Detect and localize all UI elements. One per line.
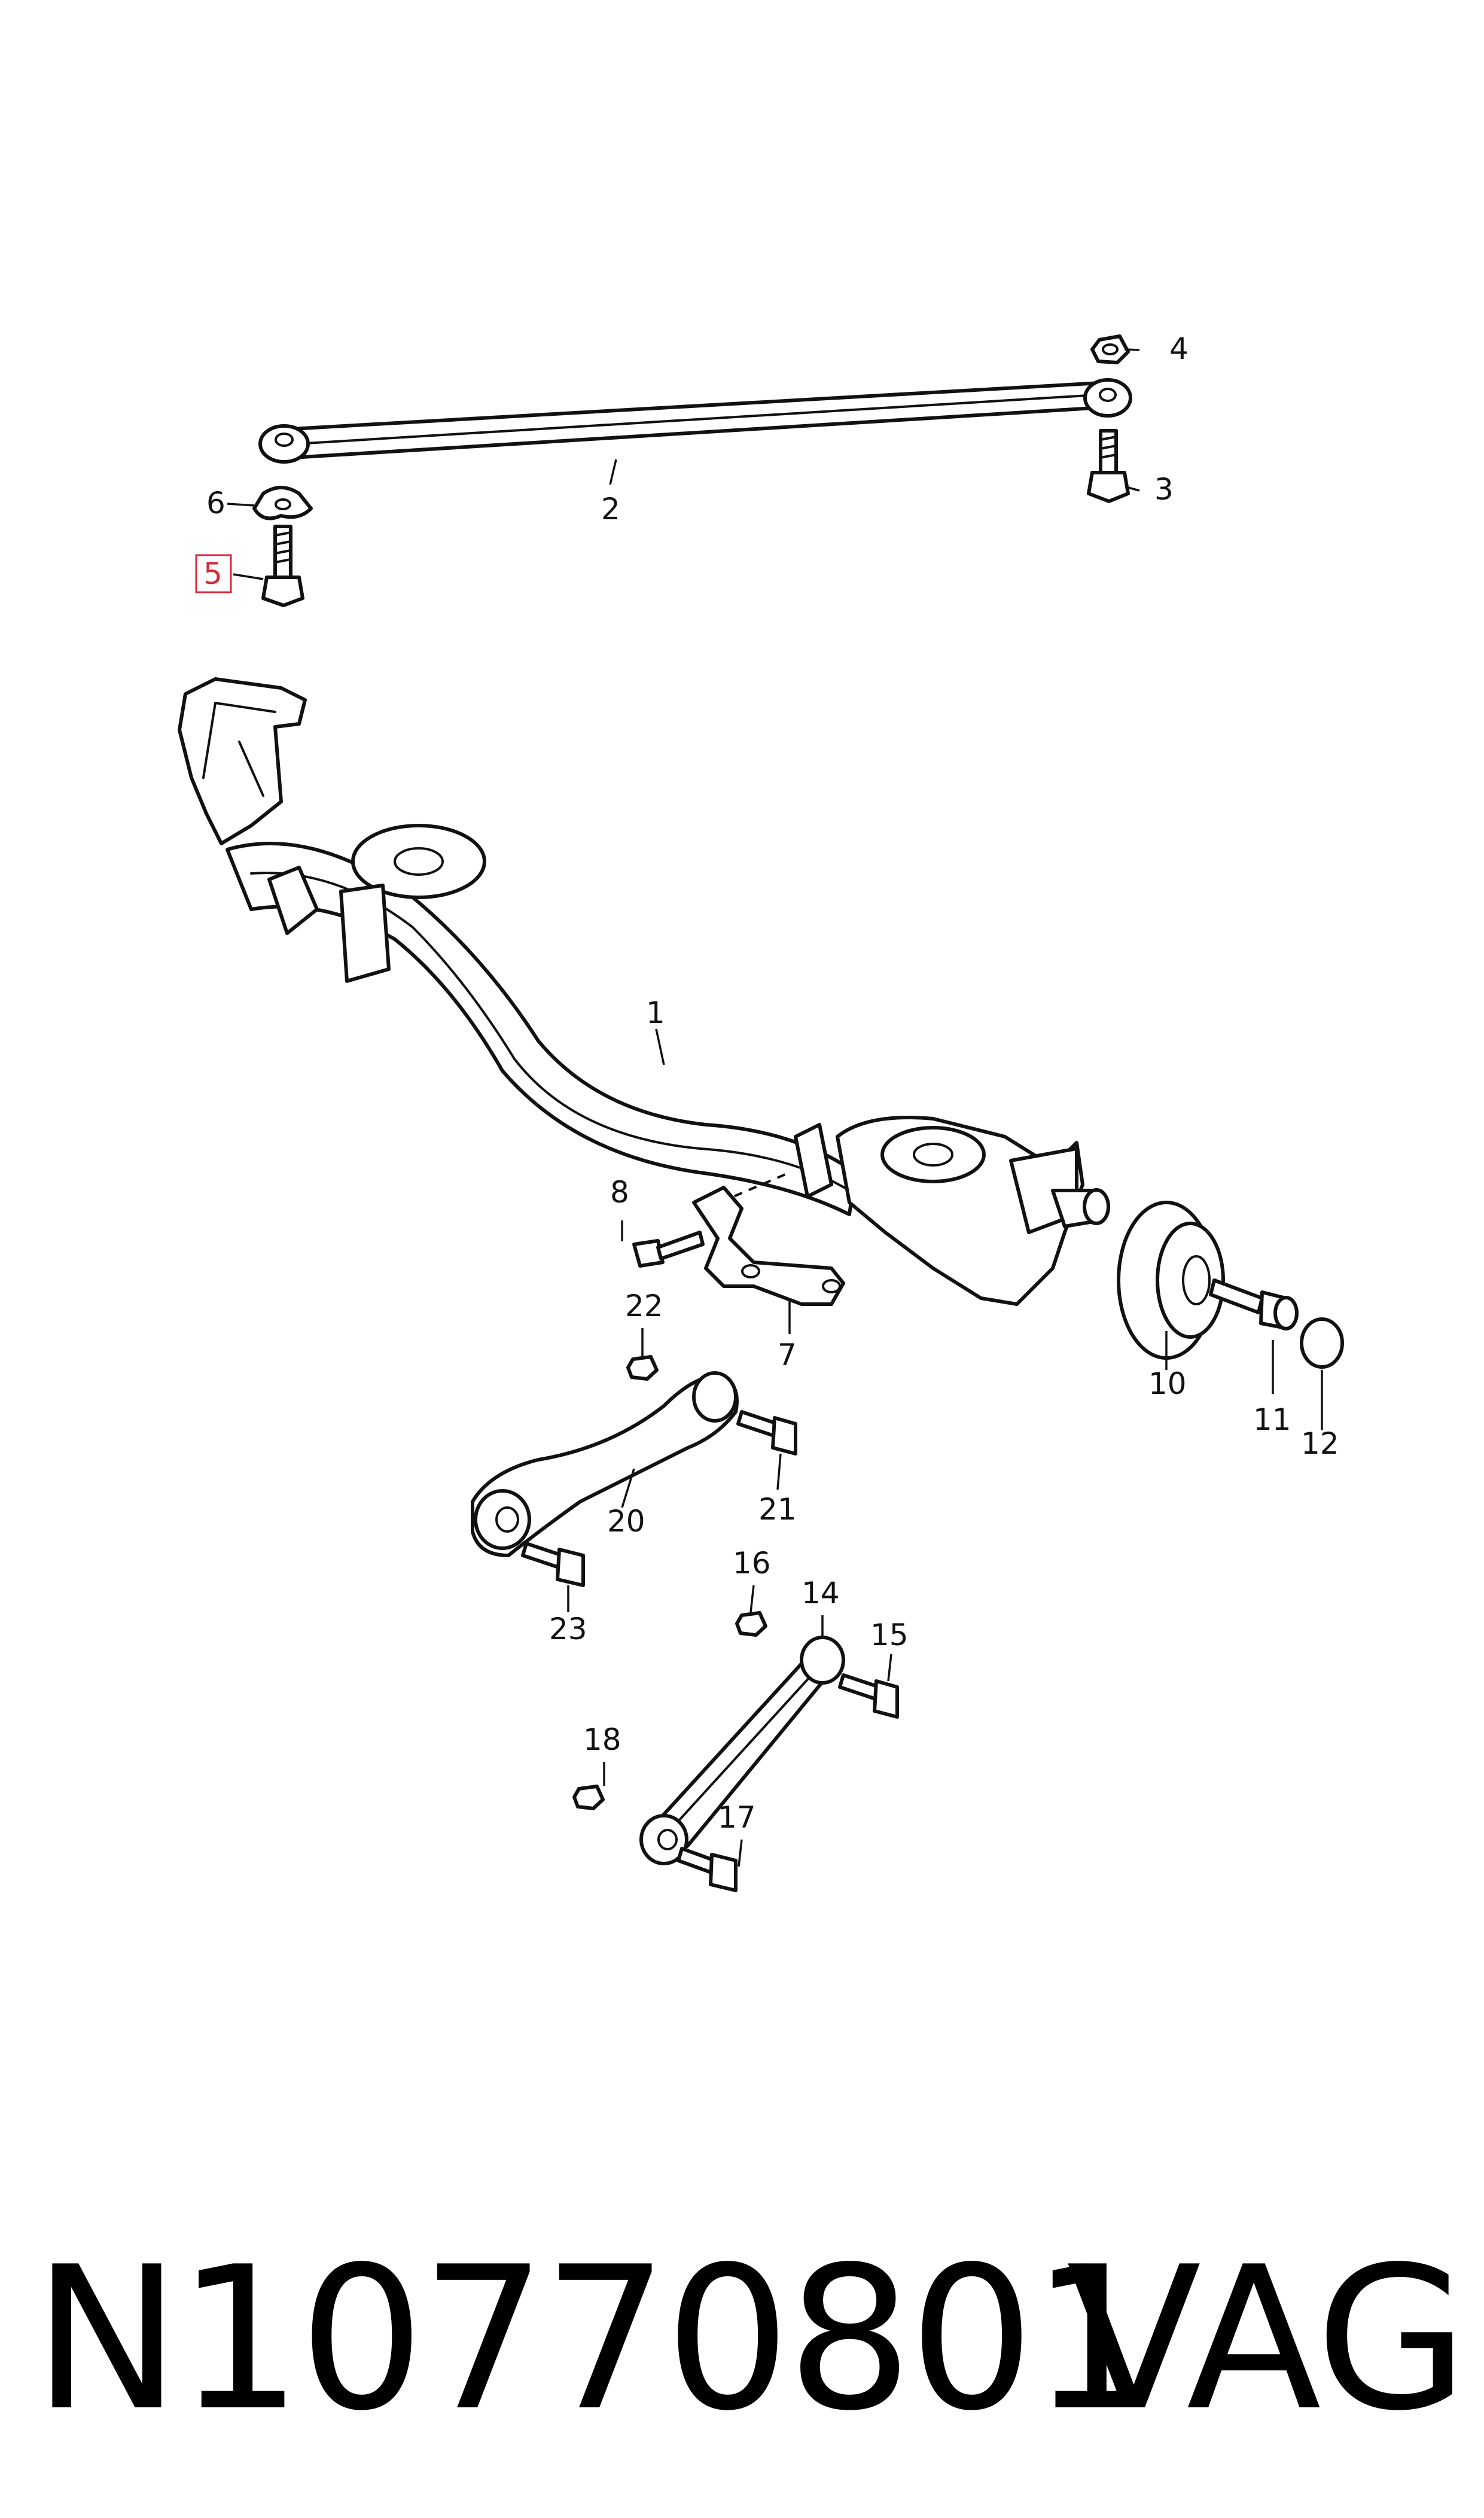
bolt-8 (632, 1231, 705, 1268)
bracket-7 (692, 1186, 845, 1306)
panhard-rod (258, 378, 1132, 464)
callout-16: 16 (733, 1546, 771, 1581)
callout-14: 14 (802, 1576, 840, 1610)
bolt-15 (838, 1673, 899, 1719)
callout-labels: 1 2 3 4 5 6 7 8 10 11 12 14 15 16 17 18 … (203, 331, 1339, 1835)
callout-7: 7 (778, 1338, 797, 1372)
brand-label: VAG (1066, 2224, 1468, 2454)
callout-20: 20 (607, 1504, 645, 1539)
part-number: N10770801 (33, 2224, 1157, 2454)
callout-3: 3 (1154, 472, 1174, 507)
bolt-3 (1087, 429, 1130, 503)
callout-4: 4 (1169, 331, 1189, 366)
bolt-23 (521, 1542, 585, 1587)
callout-18: 18 (583, 1722, 621, 1757)
link-14 (639, 1636, 845, 1865)
wheel-hub-10 (1117, 1201, 1225, 1360)
callout-21: 21 (758, 1492, 797, 1527)
callout-11: 11 (1253, 1402, 1291, 1437)
bolt-17 (677, 1847, 738, 1892)
nut-16 (735, 1611, 767, 1637)
cap-12 (1300, 1317, 1344, 1369)
callout-1: 1 (646, 995, 665, 1030)
callout-6: 6 (206, 486, 226, 520)
control-arm-20 (471, 1371, 739, 1557)
callout-5: 5 (203, 556, 223, 591)
callout-2: 2 (601, 492, 620, 526)
callout-15: 15 (870, 1618, 909, 1652)
callout-12: 12 (1301, 1426, 1339, 1461)
nut-18 (572, 1785, 605, 1810)
callout-10: 10 (1148, 1366, 1187, 1401)
nut-22 (626, 1355, 659, 1381)
callout-22: 22 (625, 1289, 663, 1323)
callout-17: 17 (718, 1800, 756, 1835)
axle-beam (178, 677, 1110, 1306)
callout-23: 23 (549, 1612, 587, 1646)
nut-4 (1090, 334, 1130, 364)
callout-8: 8 (610, 1175, 629, 1210)
bolt-5 (261, 525, 304, 607)
bolt-21 (736, 1410, 797, 1456)
callout-5-highlight (195, 554, 232, 593)
wheel-bolt-11 (1209, 1278, 1299, 1330)
leader-lines (227, 348, 1323, 1867)
parts-diagram: 1 2 3 4 5 6 7 8 10 11 12 14 15 16 17 18 … (178, 331, 1344, 1892)
plate-6 (252, 486, 313, 520)
